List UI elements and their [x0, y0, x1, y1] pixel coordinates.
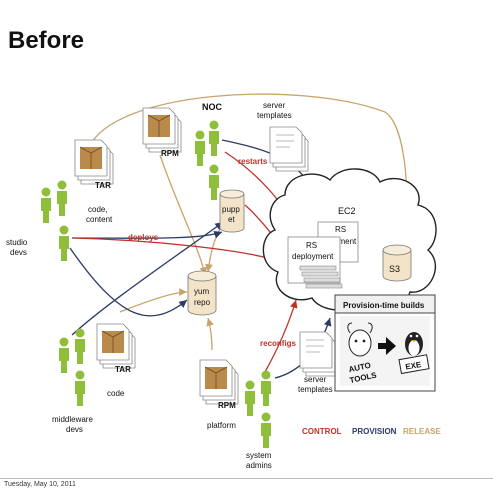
package-icon — [79, 146, 103, 170]
rpm-top-document: RPM — [142, 107, 182, 158]
system-admins-line1: system — [246, 451, 272, 460]
person-icon — [59, 225, 69, 261]
person-icon — [209, 120, 219, 156]
package-icon — [204, 366, 228, 390]
package-icon — [101, 330, 125, 354]
tux-icon — [405, 332, 423, 356]
system-admins-group — [245, 370, 271, 448]
s3-label: S3 — [389, 264, 400, 274]
rs-front-line1: RS — [306, 241, 317, 250]
yum-line2: repo — [194, 298, 211, 307]
code-content-line1: code, — [88, 205, 108, 214]
middleware-devs-line2: devs — [66, 425, 83, 434]
rs-deployment-front: RS deployment — [287, 236, 343, 289]
person-icon — [41, 187, 51, 223]
deploys-label: deploys — [128, 233, 159, 242]
legend-provision: PROVISION — [352, 427, 397, 436]
legend: CONTROL PROVISION RELEASE — [302, 427, 441, 436]
puppet-server: pupp et — [219, 189, 245, 233]
person-icon — [261, 412, 271, 448]
tar-bottom-label: TAR — [115, 365, 131, 374]
rs-back-line2: oyment — [330, 237, 357, 246]
noc-group — [195, 120, 219, 200]
system-admins-line2: admins — [246, 461, 272, 470]
studio-devs-line2: devs — [10, 248, 27, 257]
legend-control: CONTROL — [302, 427, 342, 436]
puppet-line1: pupp — [222, 205, 240, 214]
package-icon — [147, 114, 171, 138]
person-icon — [261, 370, 271, 406]
middleware-devs-line1: middleware — [52, 415, 93, 424]
server-templates-bottom-line1: server — [304, 375, 327, 384]
person-icon — [75, 370, 85, 406]
callout-title: Provision-time builds — [343, 301, 425, 310]
arrow-right-icon — [378, 337, 396, 355]
gnu-icon — [347, 322, 373, 357]
provision-builds-callout: Provision-time builds AUTO TOOLS EXE — [334, 294, 436, 392]
rs-back-line1: RS — [335, 225, 346, 234]
yum-line1: yum — [194, 287, 209, 296]
yum-repo: yum repo — [187, 270, 217, 316]
studio-devs-line1: studio — [6, 238, 28, 247]
middleware-devs-group — [59, 328, 85, 406]
legend-release: RELEASE — [403, 427, 441, 436]
platform-label: platform — [207, 421, 236, 430]
tar-bottom-document: TAR — [96, 323, 136, 374]
code-content-line2: content — [86, 215, 113, 224]
server-templates-top — [269, 126, 309, 172]
server-templates-bottom — [299, 331, 339, 377]
puppet-line2: et — [228, 215, 235, 224]
person-icon — [75, 328, 85, 364]
studio-devs-group — [41, 180, 69, 261]
footer-date: Tuesday, May 10, 2011 — [0, 478, 493, 488]
tar-top-label: TAR — [95, 181, 111, 190]
reconfigs-label: reconfigs — [260, 339, 297, 348]
server-templates-top-line2: templates — [257, 111, 292, 120]
person-icon — [209, 164, 219, 200]
noc-label: NOC — [202, 102, 223, 112]
server-templates-top-line1: server — [263, 101, 286, 110]
person-icon — [59, 337, 69, 373]
rpm-bottom-label: RPM — [218, 401, 236, 410]
page-title: Before — [8, 27, 84, 54]
s3-storage: S3 — [382, 244, 412, 282]
person-icon — [57, 180, 67, 216]
rs-front-line2: deployment — [292, 252, 334, 261]
person-icon — [245, 380, 255, 416]
tar-top-document: TAR — [74, 139, 114, 190]
server-templates-bottom-line2: templates — [298, 385, 333, 394]
restarts-label: restarts — [238, 157, 268, 166]
exe-label: EXE — [405, 360, 423, 372]
ec2-label: EC2 — [338, 206, 356, 216]
code-bottom-label: code — [107, 389, 125, 398]
rpm-top-label: RPM — [161, 149, 179, 158]
rpm-bottom-document: RPM — [199, 359, 239, 410]
person-icon — [195, 130, 205, 166]
